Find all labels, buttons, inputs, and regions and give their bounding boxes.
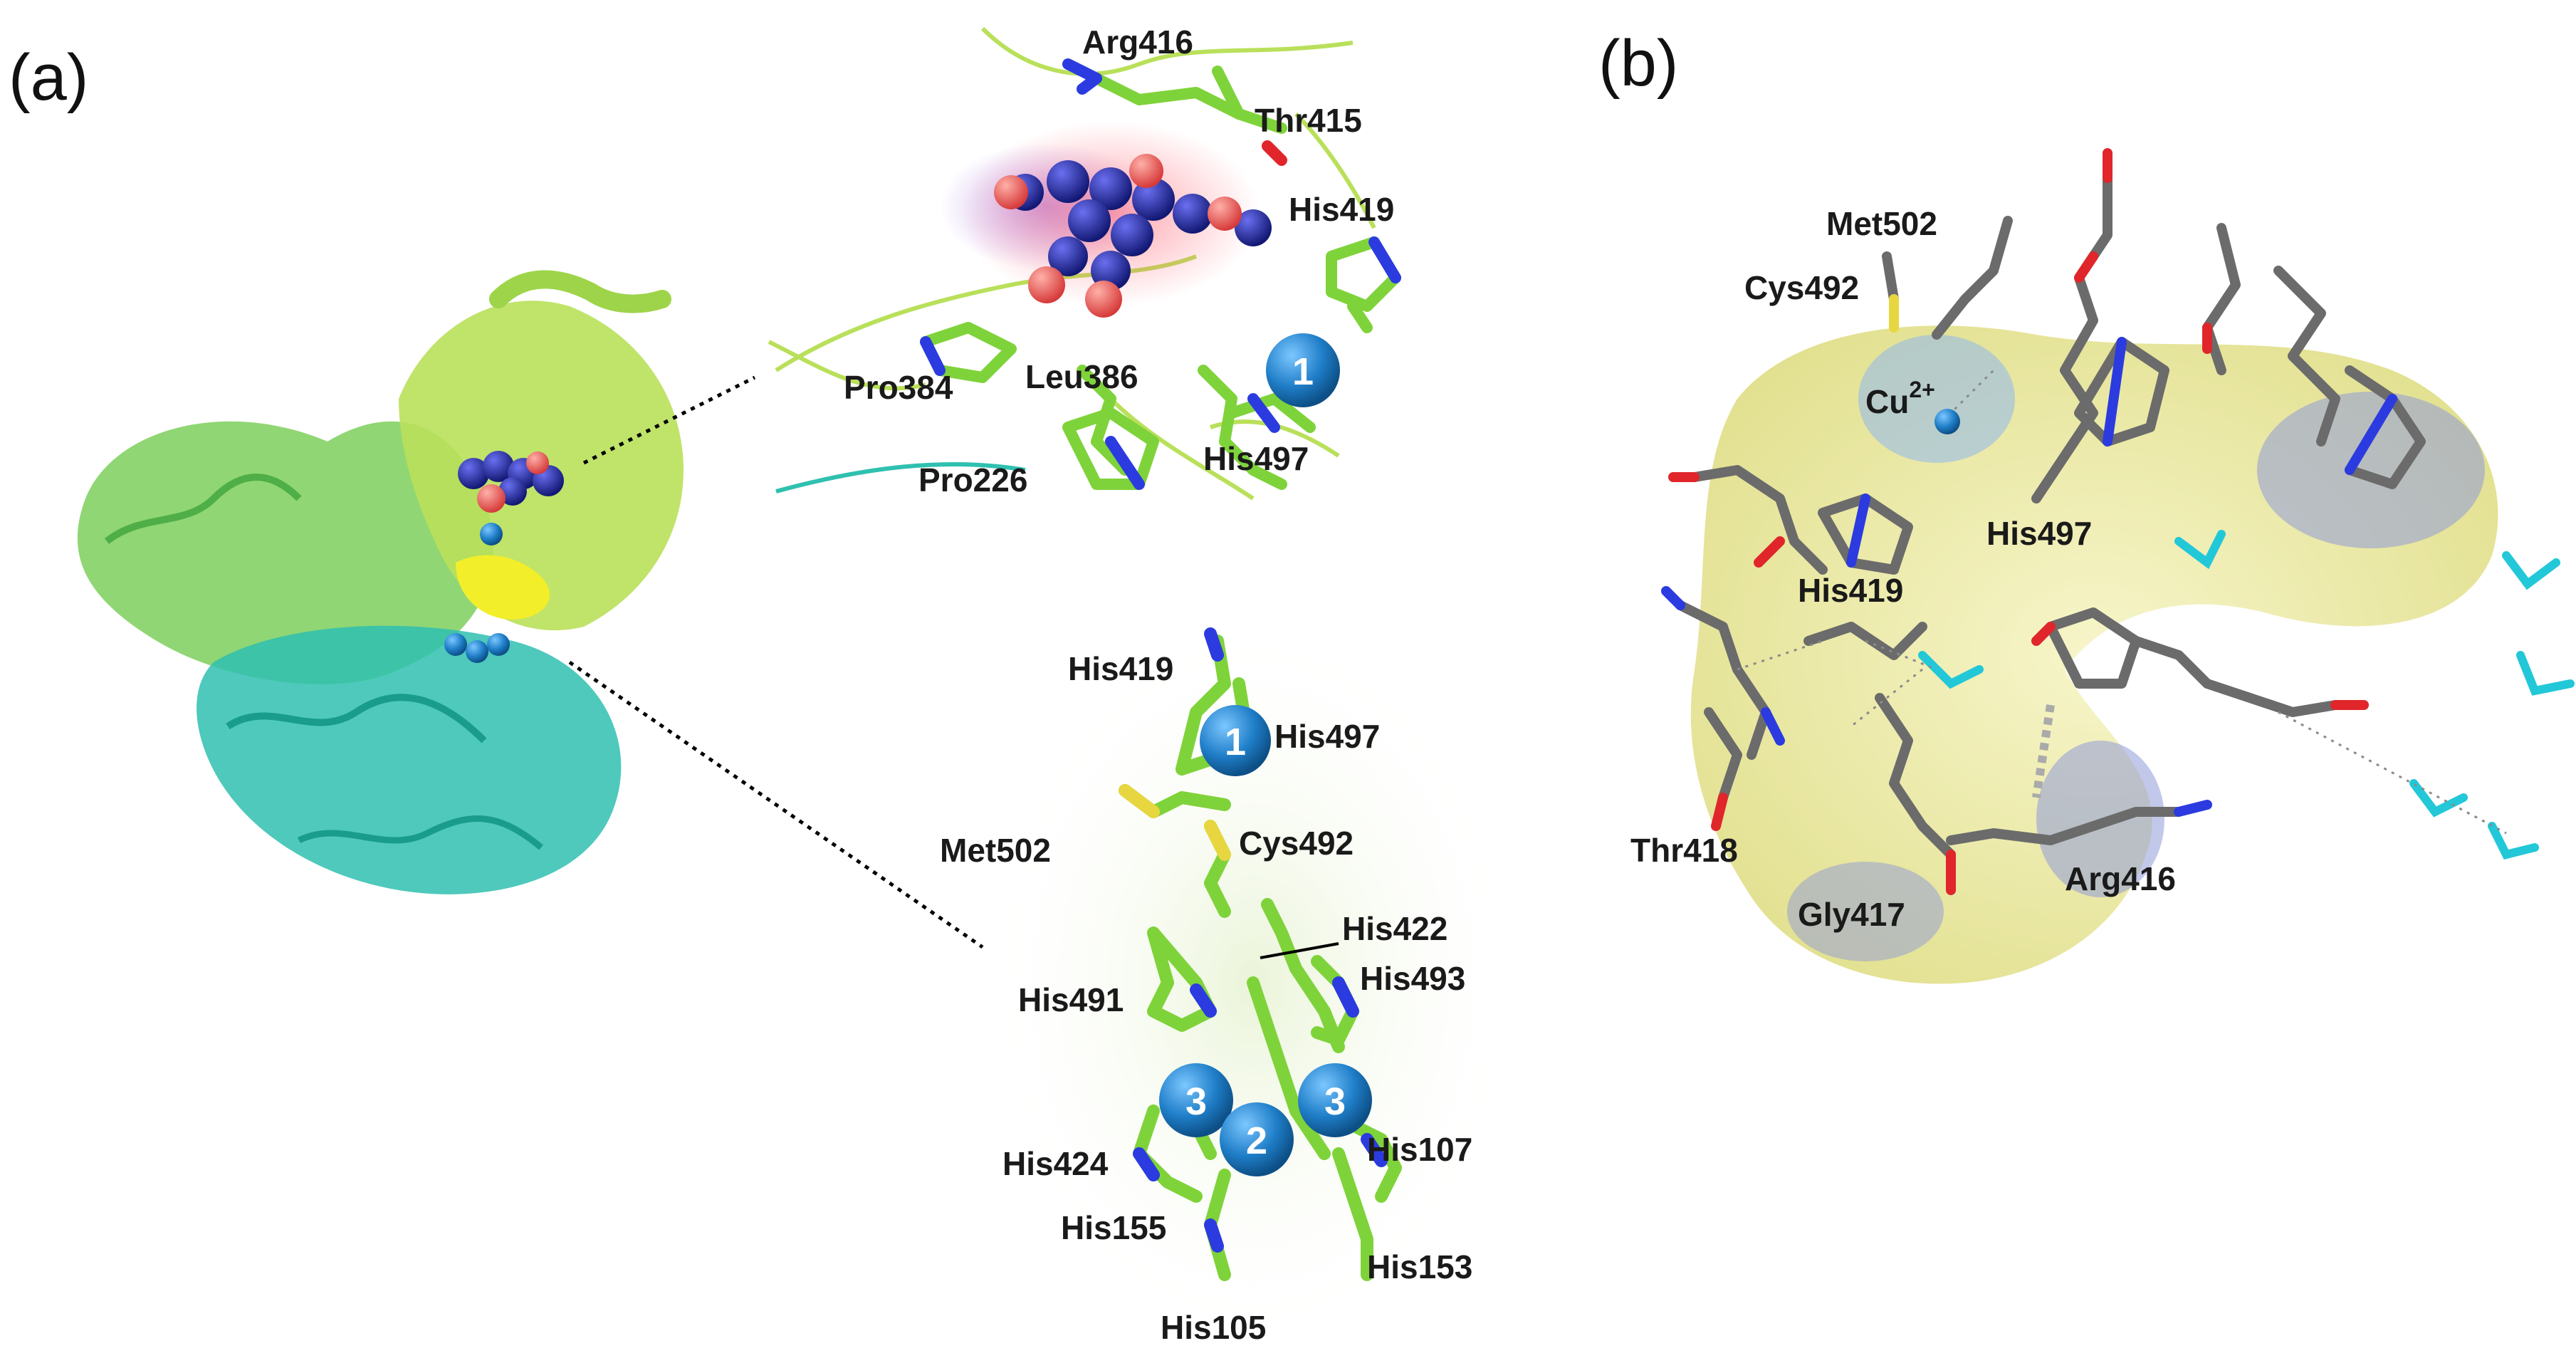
surface-blue-patch-4 — [1858, 335, 2015, 463]
label-pro226: Pro226 — [918, 461, 1027, 498]
cartoon-loop-2 — [226, 694, 487, 743]
label-pro384: Pro384 — [844, 369, 953, 406]
copper-ion — [1934, 409, 1960, 434]
top-inset-oxygen — [1262, 140, 1287, 166]
pi-stacking-line — [2032, 704, 2055, 798]
copper-sphere-protein-3 — [466, 640, 488, 663]
label-his497-b: His497 — [1986, 515, 2092, 552]
label-his493: His493 — [1360, 960, 1465, 997]
top-inset-sticks — [920, 66, 1401, 490]
his422-pointer — [1260, 942, 1339, 959]
label-his155: His155 — [1061, 1209, 1166, 1246]
top-inset: 1 Arg416 Thr415 His419 Pro384 Leu386 Pro… — [768, 24, 1401, 501]
surface-blue-patch-1 — [2257, 392, 2485, 548]
label-met502: Met502 — [940, 832, 1051, 869]
ligand-spheres-on-protein — [458, 451, 564, 513]
zoom-line-bottom — [568, 660, 984, 949]
cu-ion-label: Cu2+ — [1865, 377, 1935, 420]
molecular-surface — [1690, 325, 2498, 984]
label-his424: His424 — [1002, 1145, 1109, 1182]
label-his419-top: His419 — [1289, 191, 1394, 228]
copper-sphere-protein-4 — [487, 633, 510, 656]
copper-site-2 — [1220, 1102, 1294, 1176]
label-his497-top: His497 — [1203, 440, 1309, 477]
copper-site-2-label: 2 — [1246, 1119, 1267, 1162]
ligand-and-residue-sticks — [1675, 173, 2426, 860]
copper-site-1-top — [1266, 333, 1340, 407]
label-his153: His153 — [1367, 1248, 1472, 1285]
cartoon-helix-top — [489, 270, 671, 313]
protein-cartoon — [77, 270, 684, 894]
top-inset-backbone-cyan — [775, 461, 1026, 494]
copper-site-3-left — [1159, 1063, 1233, 1137]
sticks-nitrogen — [1661, 337, 2397, 817]
panel-a: (a) — [9, 24, 1524, 1353]
zoom-line-top — [582, 375, 756, 465]
interaction-lines — [1737, 369, 2507, 835]
substrate-spheres — [994, 154, 1272, 318]
copper-site-1-bottom-label: 1 — [1225, 721, 1246, 763]
sticks-oxygen — [1668, 148, 2369, 895]
label-his419-b: His419 — [1798, 572, 1903, 609]
label-cys492: Cys492 — [1239, 825, 1354, 862]
cartoon-yellow-helix — [456, 555, 550, 620]
label-his107: His107 — [1367, 1131, 1472, 1168]
label-thr418: Thr418 — [1630, 832, 1738, 869]
top-inset-backbone — [768, 26, 1376, 501]
cu-charge: 2+ — [1909, 377, 1934, 402]
substrate-glow-red — [961, 121, 1260, 306]
cartoon-domain-green — [77, 421, 493, 684]
label-his422: His422 — [1342, 910, 1447, 947]
copper-site-1-bottom — [1200, 705, 1271, 776]
top-inset-nitrogen — [920, 58, 1401, 490]
label-leu386: Leu386 — [1025, 358, 1138, 395]
label-cys492-b: Cys492 — [1744, 269, 1859, 306]
copper-sphere-protein-2 — [444, 633, 467, 656]
copper-site-1-top-label: 1 — [1292, 350, 1314, 393]
cartoon-loop-3 — [297, 815, 543, 850]
copper-sphere-protein-1 — [480, 523, 503, 545]
bottom-inset-sulfur-2 — [1204, 820, 1231, 861]
cartoon-domain-cyan — [197, 625, 622, 894]
surface-blue-patch-3 — [1787, 862, 1944, 961]
label-thr415-top: Thr415 — [1255, 102, 1362, 139]
bottom-inset-sulfur-1 — [1119, 784, 1160, 818]
panel-b: (b) — [1598, 27, 2575, 984]
label-his491: His491 — [1018, 981, 1124, 1018]
label-his419-bottom: His419 — [1068, 650, 1173, 687]
label-arg416-b: Arg416 — [2065, 860, 2176, 897]
label-gly417: Gly417 — [1798, 896, 1905, 933]
label-arg416-top: Arg416 — [1082, 24, 1193, 61]
cu-symbol: Cu — [1865, 383, 1909, 420]
bottom-inset: 1 3 2 3 His419 His497 Met502 Cys492 His4… — [940, 612, 1524, 1353]
label-his497-bottom: His497 — [1274, 718, 1380, 755]
panel-b-label: (b) — [1598, 27, 1678, 100]
cartoon-loop-1 — [104, 474, 302, 544]
panel-a-label: (a) — [9, 41, 88, 114]
label-met502-b: Met502 — [1826, 205, 1937, 242]
copper-site-3-right-label: 3 — [1324, 1080, 1346, 1123]
water-molecules — [1918, 530, 2575, 860]
label-his105: His105 — [1161, 1309, 1266, 1346]
copper-site-3-left-label: 3 — [1185, 1080, 1207, 1123]
copper-site-3-right — [1298, 1063, 1372, 1137]
